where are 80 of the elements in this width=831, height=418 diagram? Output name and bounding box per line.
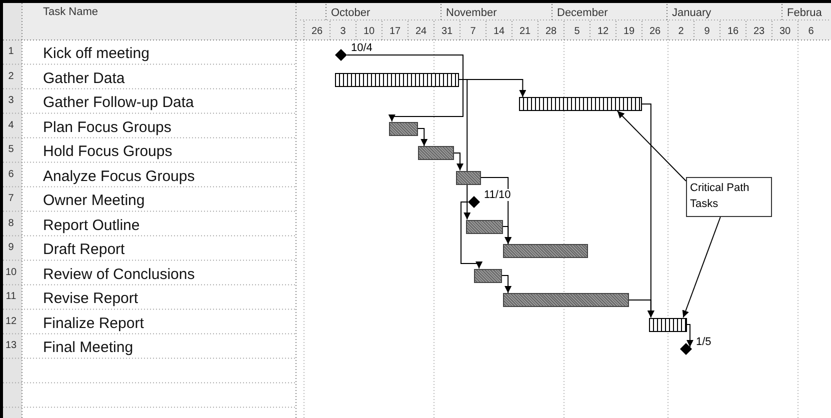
callout-arrow (682, 216, 721, 318)
task-name: Owner Meeting (43, 192, 145, 209)
task-name: Kick off meeting (43, 45, 150, 62)
milestone-date: 11/10 (484, 189, 511, 201)
date-label: 31 (440, 26, 454, 37)
month-label: December (557, 7, 608, 19)
task-name: Hold Focus Groups (43, 143, 172, 160)
row-number: 3 (7, 95, 15, 106)
row-number: 4 (7, 120, 15, 130)
milestone-diamond (468, 196, 480, 208)
month-label: January (672, 7, 712, 19)
task-bar (503, 293, 629, 307)
dependency-arrow (502, 226, 512, 244)
date-label: 26 (310, 26, 324, 37)
dependency-arrow (642, 104, 654, 318)
task-bar (519, 97, 642, 111)
milestone-diamond (680, 343, 692, 355)
month-label: Februa (787, 7, 822, 19)
row-number: 6 (7, 168, 15, 180)
task-name: Plan Focus Groups (43, 118, 172, 136)
date-label: 26 (648, 26, 662, 37)
row-number: 12 (4, 316, 18, 326)
date-label: 16 (726, 26, 740, 37)
task-name: Finalize Report (43, 314, 144, 332)
date-label: 12 (596, 26, 610, 37)
task-bar (389, 122, 418, 136)
row-number: 13 (4, 340, 18, 351)
date-label: 2 (677, 26, 685, 37)
date-label: 28 (544, 26, 558, 37)
date-label: 9 (703, 26, 711, 37)
row-number: 1 (7, 46, 15, 57)
row-number: 9 (7, 242, 15, 253)
dependency-arrow (502, 275, 512, 294)
milestone-date: 1/5 (696, 336, 712, 348)
task-bar (649, 318, 687, 332)
task-bar (335, 72, 459, 86)
task-name: Draft Report (43, 241, 125, 258)
row-number: 7 (7, 193, 15, 204)
date-label: 14 (492, 26, 506, 37)
row-number: 11 (4, 291, 18, 302)
task-name: Final Meeting (43, 339, 134, 356)
callout-box: Critical Path Tasks (686, 177, 772, 217)
month-label: November (446, 7, 497, 19)
date-label: 17 (388, 26, 402, 37)
dependency-arrow (458, 79, 471, 220)
task-bar (418, 146, 454, 160)
dependency-arrow (686, 324, 694, 348)
date-label: 5 (573, 26, 581, 37)
milestone-diamond (335, 49, 347, 61)
date-label: 10 (362, 26, 376, 37)
task-name: Analyze Focus Groups (43, 168, 195, 184)
milestone-date: 10/4 (351, 42, 372, 54)
task-bar (474, 268, 502, 282)
dependency-arrow (460, 202, 483, 269)
row-number: 2 (7, 70, 15, 82)
date-label: 6 (807, 26, 815, 37)
dependency-arrow (454, 152, 464, 171)
task-bar (456, 170, 481, 184)
month-label: October (331, 7, 370, 19)
task-bar (503, 244, 588, 258)
task-name: Gather Follow-up Data (43, 94, 194, 111)
row-number: 5 (7, 144, 15, 155)
column-header: Task Name (43, 6, 98, 18)
date-label: 3 (339, 26, 347, 37)
date-label: 24 (414, 26, 428, 37)
date-label: 7 (469, 26, 477, 37)
task-name: Review of Conclusions (43, 266, 195, 282)
row-number: 10 (4, 266, 18, 278)
task-bar (466, 220, 503, 234)
dependency-arrow (346, 54, 464, 122)
task-name: Gather Data (43, 70, 125, 86)
dependency-arrow (418, 128, 428, 146)
task-name: Revise Report (43, 290, 138, 307)
date-label: 19 (622, 26, 636, 37)
callout-arrow (616, 110, 686, 182)
task-name: Report Outline (43, 216, 140, 234)
row-number: 8 (7, 218, 15, 228)
date-label: 21 (518, 26, 532, 37)
date-label: 30 (778, 26, 792, 37)
date-label: 23 (752, 26, 766, 37)
